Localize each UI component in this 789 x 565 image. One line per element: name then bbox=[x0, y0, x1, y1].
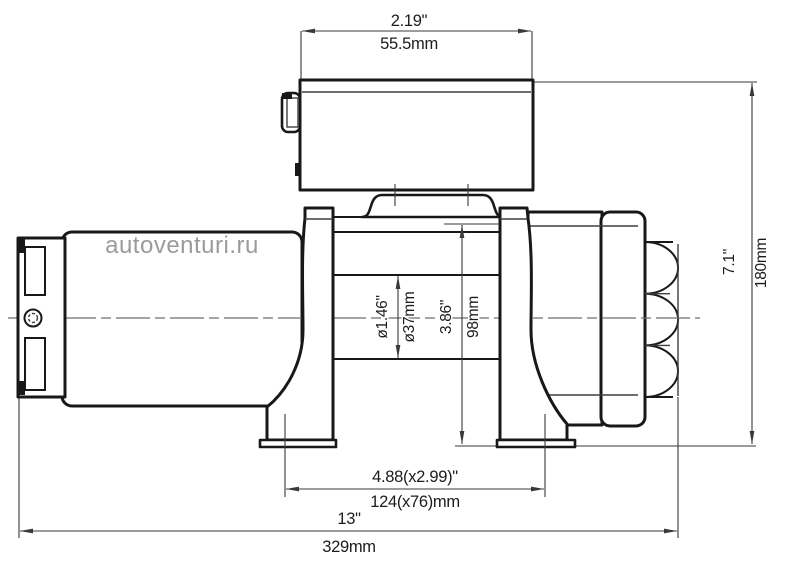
fairlead-slot-top bbox=[24, 246, 46, 296]
dim-top-inch: 2.19" bbox=[391, 12, 428, 30]
dim-drum-diameter: ø1.46" ø37mm bbox=[373, 275, 420, 359]
dim-overall-height: 7.1" 180mm bbox=[534, 81, 772, 445]
mount-bracket-right bbox=[495, 206, 577, 449]
drive-shaft-boss bbox=[23, 308, 43, 328]
watermark-text: autoventuri.ru bbox=[105, 232, 259, 259]
dim-length-inch: 13" bbox=[337, 510, 361, 528]
bracket-left-foot bbox=[258, 438, 338, 449]
bracket-right-foot bbox=[495, 438, 577, 449]
dim-height-mm: 180mm bbox=[753, 238, 770, 288]
dim-length-mm: 329mm bbox=[322, 538, 376, 556]
bracket-right-outline bbox=[498, 206, 569, 442]
dim-top-mm: 55.5mm bbox=[380, 35, 438, 53]
bracket-left-outline bbox=[265, 206, 335, 442]
dim-bolt-pattern: 4.88(x2.99)" 124(x76)mm bbox=[284, 414, 546, 513]
motor-assembly bbox=[526, 210, 680, 428]
scallop-arcs bbox=[644, 241, 680, 398]
dim-top-width: 2.19" 55.5mm bbox=[300, 11, 533, 79]
control-box-tab bbox=[295, 163, 301, 176]
drive-shaft-boss-inner bbox=[27, 312, 39, 324]
control-box-outline bbox=[298, 78, 535, 192]
mount-bracket-left bbox=[258, 206, 338, 449]
dim-bolt-mm: 124(x76)mm bbox=[370, 493, 460, 511]
dim-drum-h-inch: 3.86" bbox=[438, 300, 455, 334]
cable-guide-hump bbox=[360, 193, 505, 219]
fairlead-tab-bottom bbox=[17, 381, 25, 395]
fairlead-slot-bottom bbox=[24, 337, 46, 391]
dim-drum-dia-mm: ø37mm bbox=[401, 291, 418, 342]
drum-area bbox=[333, 184, 505, 360]
dim-drum-height: 3.86" 98mm bbox=[437, 223, 499, 445]
dim-overall-length: 13" 329mm bbox=[18, 397, 679, 558]
motor-end-cap bbox=[599, 210, 647, 428]
dim-height-inch: 7.1" bbox=[721, 249, 738, 275]
dim-bolt-inch: 4.88(x2.99)" bbox=[372, 468, 458, 486]
clutch-lever-pin bbox=[282, 93, 292, 99]
fairlead-plate bbox=[16, 236, 67, 399]
control-box bbox=[280, 78, 535, 192]
dim-drum-h-mm: 98mm bbox=[465, 296, 482, 338]
clutch-lever-slot bbox=[286, 97, 299, 128]
end-cap-scallops bbox=[644, 241, 680, 398]
dim-drum-dia-inch: ø1.46" bbox=[374, 295, 391, 338]
fairlead-tab-top bbox=[17, 238, 25, 253]
